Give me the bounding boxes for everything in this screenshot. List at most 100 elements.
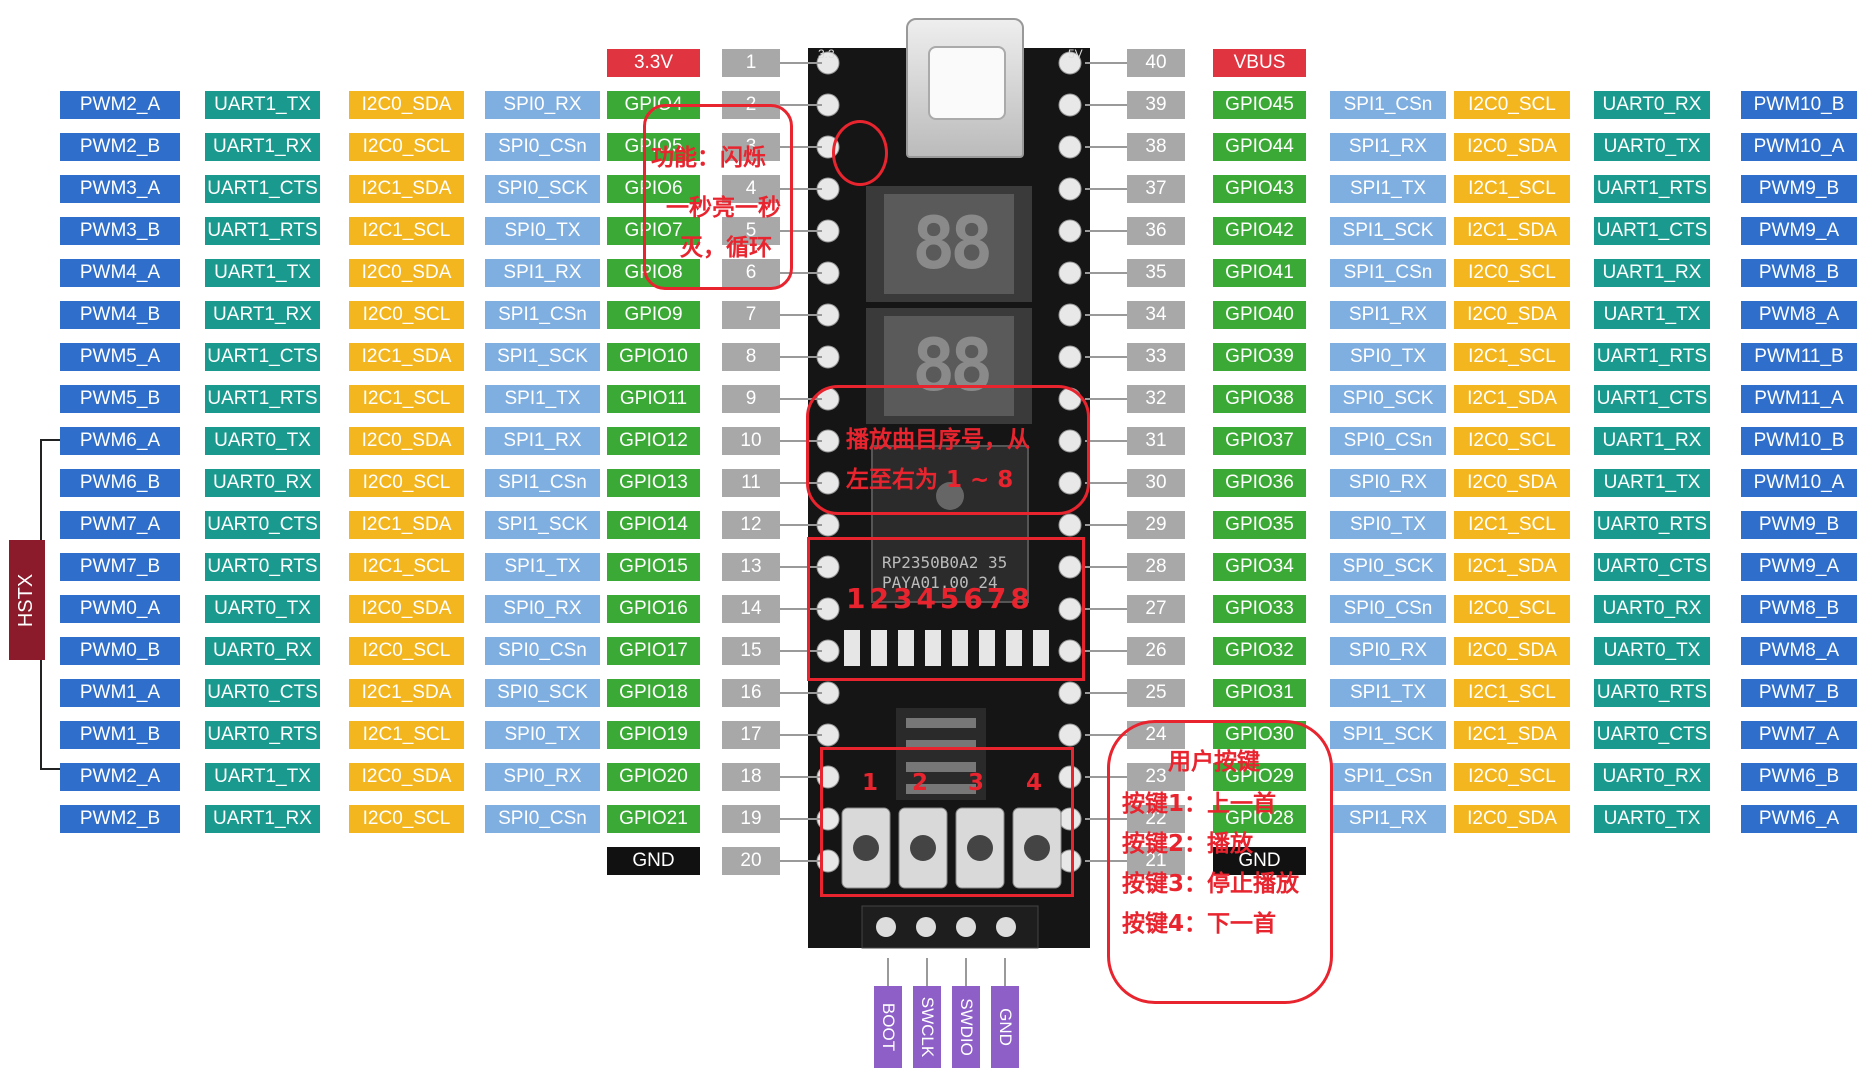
pwm-label: PWM0_B: [60, 637, 180, 665]
gpio-label: GPIO33: [1213, 595, 1306, 623]
chip-marking-1: RP2350B0A2 35: [882, 553, 1007, 572]
pwm-label: PWM5_B: [60, 385, 180, 413]
pcb-board: 8 8 8 8 RP2350B0A2 35 PAYA01.00 24 3.3 5…: [808, 47, 1090, 949]
key2-desc: 按键2：播放: [1122, 831, 1254, 857]
i2c-label: I2C1_SCL: [1454, 175, 1570, 203]
pin-number: 40: [1127, 49, 1185, 77]
pwm-label: PWM9_B: [1741, 511, 1857, 539]
debug-label-text: SWDIO: [957, 998, 977, 1056]
spi-label: SPI0_CSn: [485, 805, 600, 833]
spi-label: SPI0_SCK: [1330, 553, 1446, 581]
pwm-label: PWM2_A: [60, 763, 180, 791]
gpio-label: GPIO18: [607, 679, 700, 707]
spi-label: SPI1_SCK: [485, 511, 600, 539]
i2c-label: I2C1_SDA: [1454, 217, 1570, 245]
pwm-label: PWM8_A: [1741, 301, 1857, 329]
pin-number: 10: [722, 427, 780, 455]
gpio-label: GPIO44: [1213, 133, 1306, 161]
pin-leader-line: [1085, 692, 1127, 694]
led-numbers: 12345678: [846, 582, 1034, 615]
pwm-label: PWM10_B: [1741, 427, 1857, 455]
button-cap: [853, 835, 879, 861]
pin-number: 21: [1127, 847, 1185, 875]
pin-leader-line: [780, 356, 822, 358]
uart-label: UART0_TX: [205, 427, 320, 455]
uart-label: UART1_TX: [1594, 469, 1710, 497]
pwm-label: PWM8_B: [1741, 259, 1857, 287]
gpio-label: GPIO41: [1213, 259, 1306, 287]
pin-number: 34: [1127, 301, 1185, 329]
i2c-label: I2C1_SCL: [349, 721, 464, 749]
header-hole: [1058, 513, 1082, 537]
pin-leader-line: [780, 272, 822, 274]
pin-leader-line: [1085, 398, 1127, 400]
uart-label: UART1_RX: [1594, 427, 1710, 455]
key3-desc: 按键3：停止播放: [1122, 871, 1300, 897]
pwm-label: PWM8_B: [1741, 595, 1857, 623]
i2c-label: I2C1_SCL: [1454, 511, 1570, 539]
spi-label: SPI1_RX: [1330, 301, 1446, 329]
pin-leader-line: [780, 860, 822, 862]
uart-label: UART0_RTS: [1594, 511, 1710, 539]
spi-label: SPI0_RX: [485, 595, 600, 623]
uart-label: UART1_TX: [1594, 301, 1710, 329]
pwm-label: PWM4_B: [60, 301, 180, 329]
ground-label: GND: [1213, 847, 1306, 875]
gpio-label: GPIO12: [607, 427, 700, 455]
i2c-label: I2C0_SDA: [1454, 301, 1570, 329]
led: [844, 630, 860, 666]
pin-number: 31: [1127, 427, 1185, 455]
pin-number: 30: [1127, 469, 1185, 497]
silk-3v3: 3.3: [818, 47, 835, 61]
gpio-label: GPIO40: [1213, 301, 1306, 329]
usb-c-connector: [906, 18, 1024, 158]
uart-label: UART0_RX: [1594, 763, 1710, 791]
i2c-label: I2C0_SDA: [1454, 133, 1570, 161]
pin-leader-line: [780, 188, 822, 190]
gpio-label: GPIO14: [607, 511, 700, 539]
spi-label: SPI0_TX: [1330, 343, 1446, 371]
i2c-label: I2C1_SDA: [1454, 385, 1570, 413]
spi-label: SPI1_CSn: [485, 469, 600, 497]
pin-number: 39: [1127, 91, 1185, 119]
button-cap: [910, 835, 936, 861]
pin-number: 3: [722, 133, 780, 161]
pin-leader-line: [1085, 440, 1127, 442]
i2c-label: I2C0_SCL: [1454, 91, 1570, 119]
gpio-label: GPIO37: [1213, 427, 1306, 455]
uart-label: UART0_RTS: [205, 553, 320, 581]
spi-label: SPI0_SCK: [1330, 385, 1446, 413]
pin-leader-line: [780, 104, 822, 106]
hstx-label: HSTX: [9, 540, 45, 660]
track-annotation-box: [806, 385, 1090, 515]
uart-label: UART0_TX: [1594, 133, 1710, 161]
spi-label: SPI1_CSn: [485, 301, 600, 329]
svg-text:8: 8: [912, 323, 955, 407]
gpio-label: GPIO17: [607, 637, 700, 665]
i2c-label: I2C1_SDA: [349, 343, 464, 371]
i2c-label: I2C0_SDA: [1454, 637, 1570, 665]
uart-label: UART1_TX: [205, 259, 320, 287]
i2c-label: I2C0_SCL: [1454, 427, 1570, 455]
pwm-label: PWM11_A: [1741, 385, 1857, 413]
spi-label: SPI1_TX: [485, 385, 600, 413]
header-hole: [1058, 135, 1082, 159]
uart-label: UART0_TX: [1594, 805, 1710, 833]
pwm-label: PWM0_A: [60, 595, 180, 623]
spi-label: SPI1_TX: [485, 553, 600, 581]
spi-label: SPI1_CSn: [1330, 259, 1446, 287]
gpio-label: GPIO34: [1213, 553, 1306, 581]
gpio-label: GPIO39: [1213, 343, 1306, 371]
key1-desc: 按键1：上一首: [1122, 791, 1277, 817]
pwm-label: PWM5_A: [60, 343, 180, 371]
spi-label: SPI1_TX: [1330, 679, 1446, 707]
blink-line2: 灭，循环: [680, 235, 772, 261]
track-line1: 播放曲目序号，从: [846, 427, 1030, 453]
i2c-label: I2C1_SCL: [349, 553, 464, 581]
uart-label: UART0_CTS: [205, 679, 320, 707]
pwm-label: PWM10_A: [1741, 133, 1857, 161]
pin-number: 33: [1127, 343, 1185, 371]
pwm-label: PWM6_B: [60, 469, 180, 497]
pin-number: 6: [722, 259, 780, 287]
spi-label: SPI0_CSn: [1330, 427, 1446, 455]
